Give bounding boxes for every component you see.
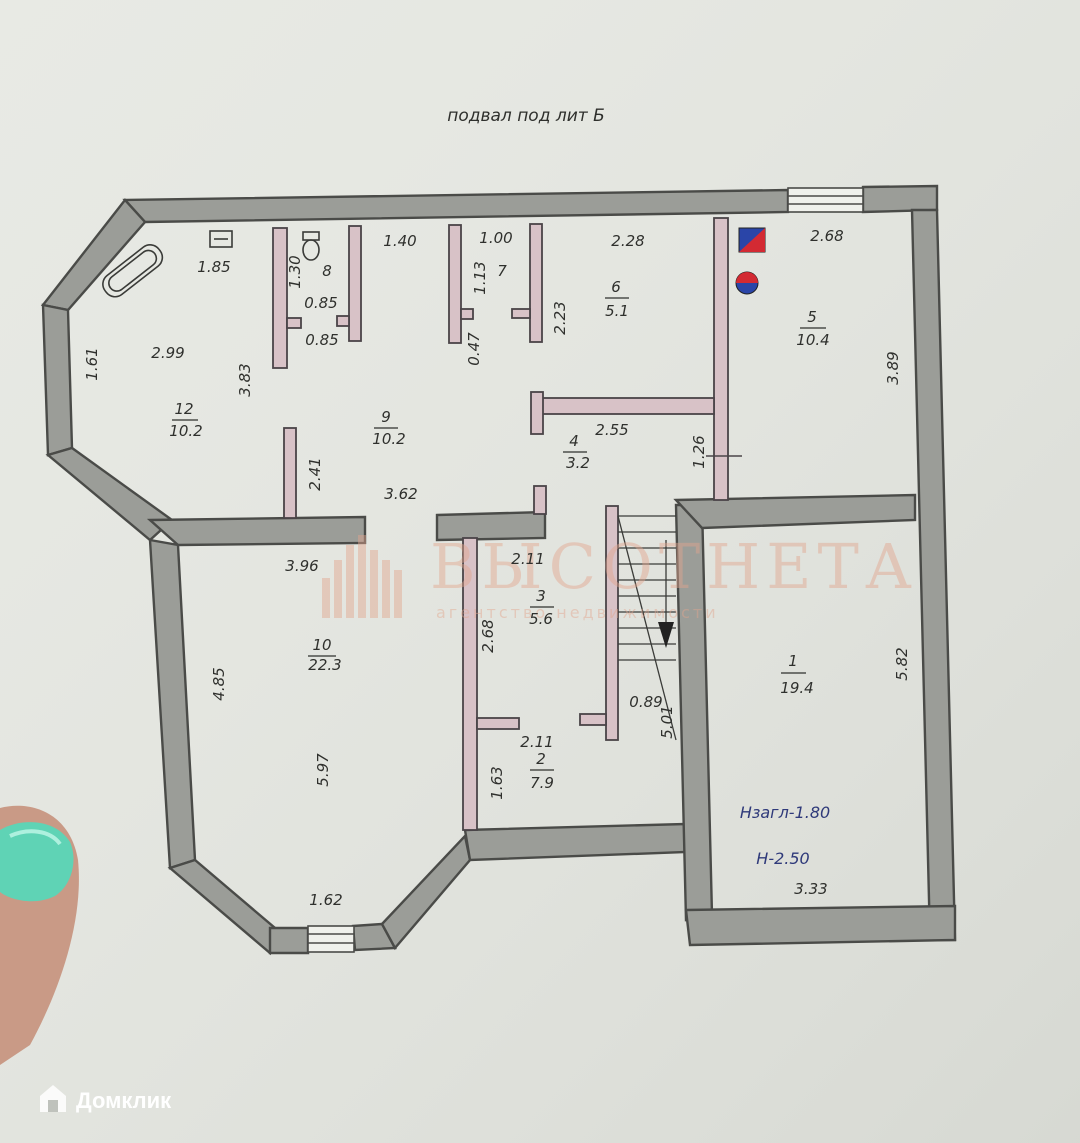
svg-text:2.11: 2.11: [520, 733, 553, 751]
svg-text:4: 4: [569, 432, 579, 450]
svg-text:2.55: 2.55: [595, 421, 628, 439]
svg-text:3.96: 3.96: [285, 557, 318, 575]
sink-icon: [209, 230, 233, 248]
svg-text:10.2: 10.2: [372, 430, 405, 448]
svg-text:6: 6: [611, 278, 621, 296]
watermark-logo-icon: [322, 535, 402, 618]
svg-text:3.62: 3.62: [384, 485, 417, 503]
room-label-2: 2 7.9: [530, 750, 554, 792]
room-label-8: 8: [322, 262, 332, 280]
brand-name: Домклик: [76, 1088, 172, 1113]
watermark: ВЫСОТНЕТА агентство недвижимости: [322, 530, 918, 622]
svg-text:12: 12: [174, 400, 193, 418]
top-window: [787, 187, 864, 213]
gas-meter-icon: [735, 271, 759, 295]
watermark-subtitle: агентство недвижимости: [436, 603, 719, 622]
plan-title: подвал под лит Б: [447, 106, 605, 126]
house-logo-icon: [40, 1085, 66, 1112]
svg-text:1.00: 1.00: [479, 229, 512, 247]
svg-text:7.9: 7.9: [530, 774, 554, 792]
svg-text:10.2: 10.2: [169, 422, 202, 440]
nail-shape: [0, 822, 74, 902]
svg-text:10: 10: [312, 636, 331, 654]
svg-text:3.2: 3.2: [566, 454, 590, 472]
bathtub-icon: [102, 244, 164, 298]
svg-text:1.63: 1.63: [488, 766, 506, 799]
svg-text:2.99: 2.99: [151, 344, 184, 362]
svg-text:0.85: 0.85: [305, 331, 338, 349]
svg-text:7: 7: [497, 262, 507, 280]
svg-text:0.47: 0.47: [465, 332, 483, 366]
svg-text:1.40: 1.40: [383, 232, 416, 250]
svg-text:1.13: 1.13: [471, 261, 489, 294]
svg-text:1.61: 1.61: [83, 347, 101, 380]
svg-text:1.30: 1.30: [286, 255, 304, 288]
boiler-icon: [738, 227, 766, 253]
svg-text:2.68: 2.68: [479, 619, 497, 652]
svg-text:3: 3: [536, 587, 546, 605]
ceiling-height-note-zagl: Нзагл-1.80: [740, 803, 830, 822]
svg-text:5.6: 5.6: [529, 610, 553, 628]
svg-text:2.11: 2.11: [511, 550, 544, 568]
svg-text:1.26: 1.26: [690, 435, 708, 468]
svg-text:4.85: 4.85: [210, 667, 228, 700]
svg-text:19.4: 19.4: [780, 679, 813, 697]
toilet-icon: [302, 231, 320, 261]
room-label-10: 10 22.3: [308, 636, 342, 674]
svg-text:3.89: 3.89: [884, 351, 902, 384]
svg-text:22.3: 22.3: [308, 656, 341, 674]
svg-text:2: 2: [536, 750, 546, 768]
bottom-window: [307, 925, 355, 953]
interior-partitions: [272, 217, 729, 831]
svg-text:1: 1: [788, 652, 798, 670]
svg-text:3.83: 3.83: [236, 363, 254, 396]
ceiling-height-note: Н-2.50: [756, 849, 809, 868]
svg-text:1.85: 1.85: [197, 258, 230, 276]
svg-text:2.68: 2.68: [810, 227, 843, 245]
watermark-title: ВЫСОТНЕТА: [430, 530, 918, 603]
svg-text:5.01: 5.01: [658, 705, 676, 738]
finger-photo-artifact: [0, 805, 79, 1065]
svg-text:8: 8: [322, 262, 332, 280]
svg-text:5.82: 5.82: [893, 647, 911, 680]
room-labels: 1 19.4 2 7.9 3 5.6 4 3.2 5 10.4 6 5.1: [169, 262, 829, 792]
svg-text:1.62: 1.62: [309, 891, 342, 909]
svg-text:2.41: 2.41: [306, 457, 324, 490]
room-label-3: 3 5.6: [529, 587, 554, 628]
svg-text:5: 5: [807, 308, 817, 326]
svg-text:5.1: 5.1: [605, 302, 629, 320]
room-label-9: 9 10.2: [372, 408, 405, 448]
svg-text:2.23: 2.23: [551, 301, 569, 334]
svg-text:0.85: 0.85: [304, 294, 337, 312]
staircase: [617, 515, 677, 741]
svg-text:2.28: 2.28: [611, 232, 644, 250]
room-label-1: 1 19.4: [780, 652, 813, 697]
room-label-4: 4 3.2: [563, 432, 590, 472]
svg-text:10.4: 10.4: [796, 331, 829, 349]
domclick-brand: Домклик: [40, 1085, 172, 1113]
room-label-6: 6 5.1: [605, 278, 629, 320]
stair-arrow-icon: [658, 622, 674, 648]
svg-text:3.33: 3.33: [794, 880, 827, 898]
svg-text:0.89: 0.89: [629, 693, 662, 711]
room-label-12: 12 10.2: [169, 400, 202, 440]
dimension-labels: 1.85 1.30 0.85 0.85 1.40 1.00 1.13 0.47 …: [83, 227, 911, 909]
exterior-walls: [40, 184, 957, 956]
room-label-5: 5 10.4: [796, 308, 829, 349]
svg-text:9: 9: [381, 408, 391, 426]
svg-text:5.97: 5.97: [314, 753, 332, 787]
room-label-7: 7: [497, 262, 507, 280]
